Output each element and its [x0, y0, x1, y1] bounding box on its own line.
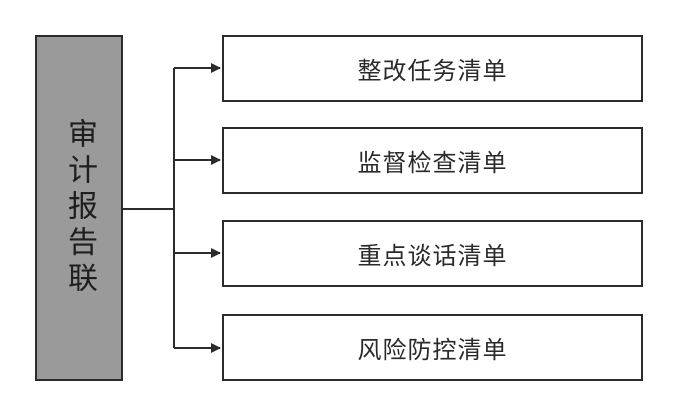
target-node-label: 整改任务清单 — [357, 57, 508, 85]
target-node-supervision-list: 监督检查清单 — [222, 127, 643, 194]
target-node-label: 风险防控清单 — [357, 336, 508, 364]
target-node-label: 监督检查清单 — [357, 149, 508, 177]
source-node-label: 审计报告联 — [62, 118, 97, 298]
source-node-box: 审计报告联 — [35, 35, 123, 381]
target-node-label: 重点谈话清单 — [357, 242, 508, 270]
target-node-rectification-list: 整改任务清单 — [222, 35, 643, 102]
target-node-risk-control-list: 风险防控清单 — [222, 314, 643, 381]
target-node-interview-list: 重点谈话清单 — [222, 220, 643, 287]
